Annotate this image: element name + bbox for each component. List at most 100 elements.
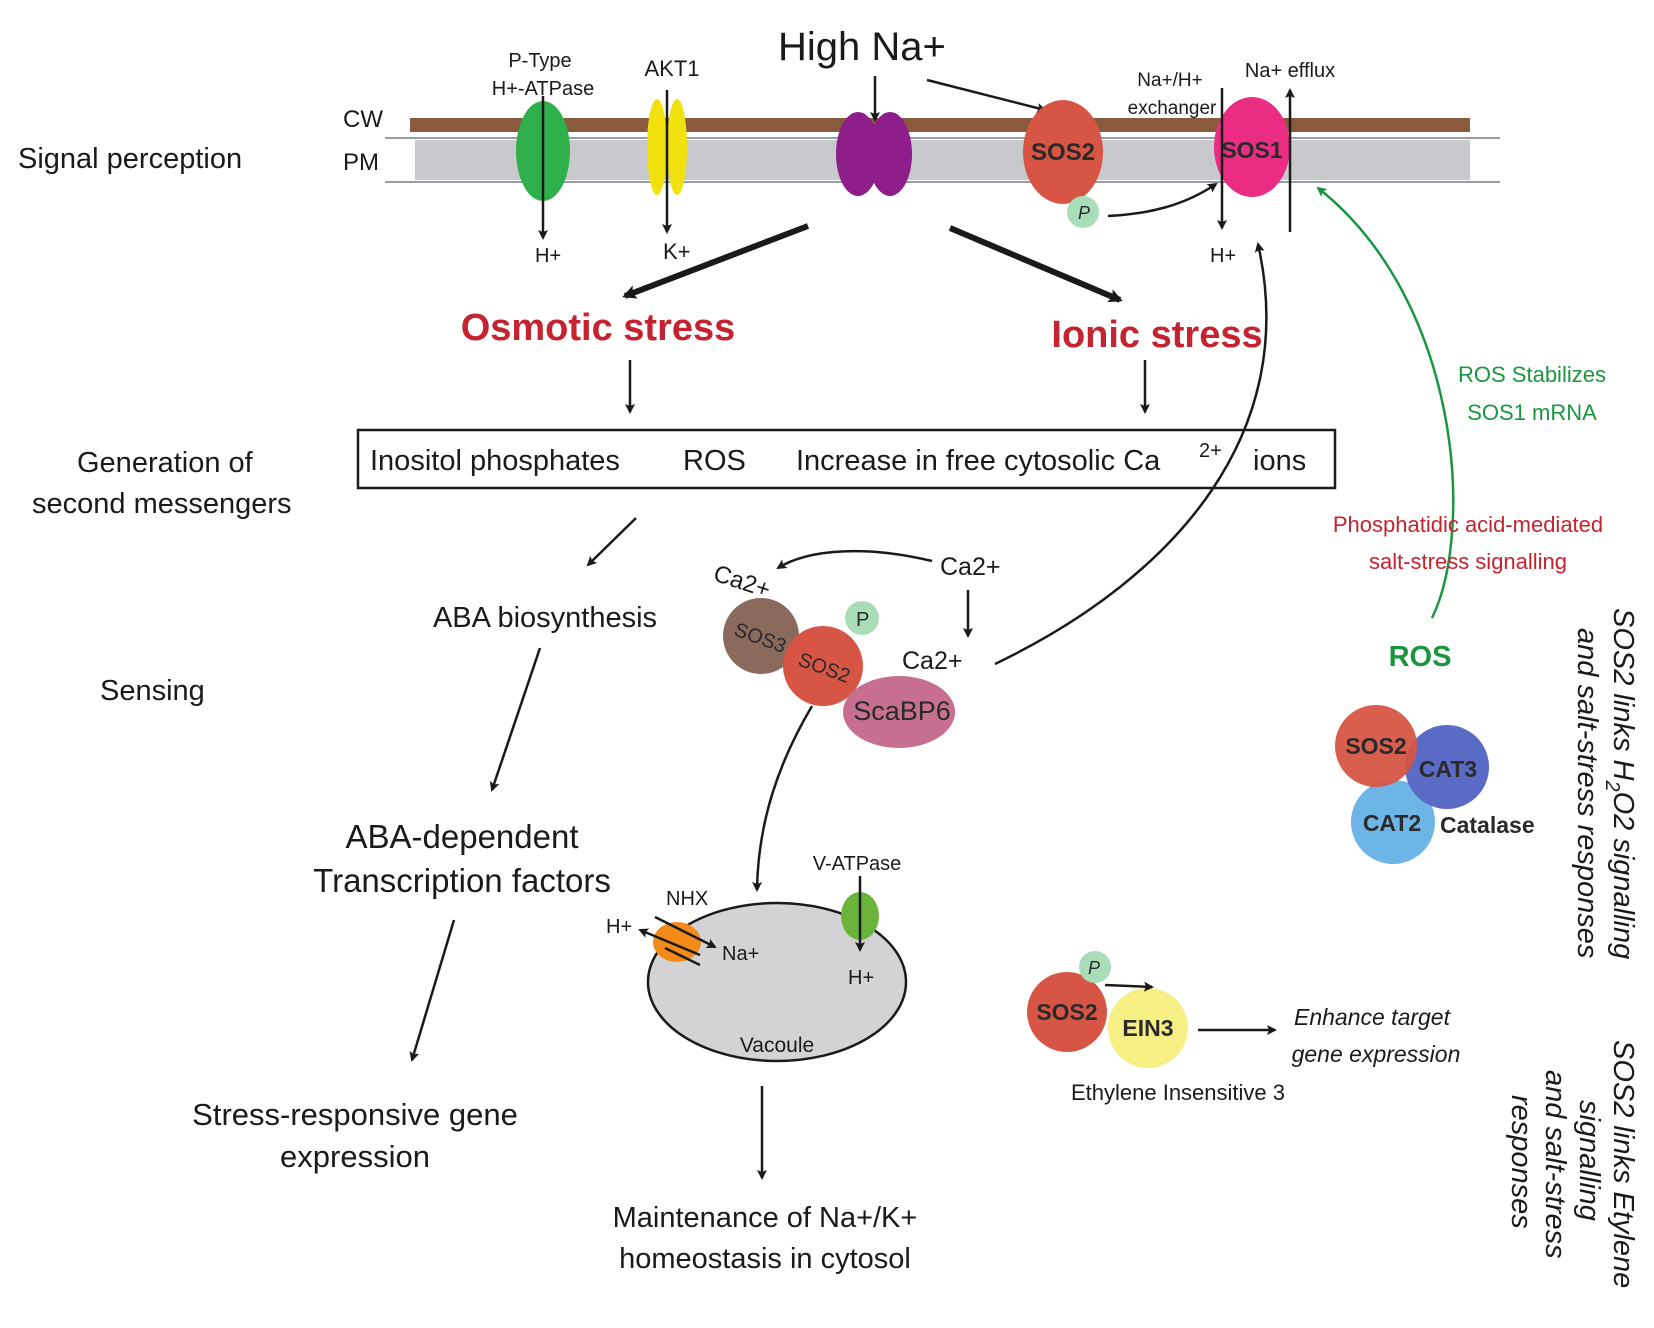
- na-efflux-label: Na+ efflux: [1245, 60, 1335, 82]
- vacuole-label: Vacoule: [740, 1034, 814, 1057]
- high-na-label: High Na+: [778, 25, 946, 69]
- cat3-protein: [1405, 725, 1489, 809]
- cat3-label: CAT3: [1419, 756, 1477, 782]
- pa-signalling-label-1: Phosphatidic acid-mediated: [1333, 512, 1603, 537]
- akt1-channel-right: [667, 99, 687, 195]
- nhx-h-arrow: [638, 928, 701, 957]
- na-channel-left: [836, 112, 880, 196]
- pa-signalling-label-2: salt-stress signalling: [1369, 549, 1567, 574]
- calcium-ions-label: ions: [1253, 445, 1306, 477]
- tf-to-gene-arrow: [409, 919, 456, 1062]
- side-eth-line-4: responses: [1505, 1095, 1537, 1229]
- p-tag-membrane: [1067, 196, 1099, 228]
- side-eth-line-3: and salt-stress: [1539, 1070, 1571, 1259]
- cat2-protein: [1351, 780, 1435, 864]
- signal-perception-label: Signal perception: [18, 143, 242, 175]
- gene-expression-label-1: Stress-responsive gene: [192, 1097, 518, 1132]
- ca2-top-label: Ca2+: [940, 553, 1000, 581]
- sos2-membrane: [1023, 100, 1103, 204]
- side-h2o2-line-1b: O2 signalling: [1607, 792, 1639, 960]
- na-channel-right: [868, 112, 912, 196]
- ros-stabilizes-label-2: SOS1 mRNA: [1467, 400, 1597, 425]
- exchanger-label-2: exchanger: [1128, 98, 1217, 119]
- sos2-complex: [783, 626, 863, 706]
- enhance-target-label-1: Enhance target: [1294, 1004, 1452, 1030]
- sos2-catalase-label: SOS2: [1345, 733, 1406, 759]
- enhance-target-label-2: gene expression: [1292, 1041, 1461, 1067]
- h-plus-atpase-label: H+: [535, 245, 561, 267]
- aba-biosynthesis-label: ABA biosynthesis: [433, 602, 657, 634]
- sos3-protein: [723, 598, 799, 674]
- ptype-label-2: H+-ATPase: [492, 78, 594, 100]
- high-na-to-sos2-arrow: [926, 78, 1047, 113]
- inositol-label: Inositol phosphates: [370, 445, 620, 477]
- ein3-fullname-label: Ethylene Insensitive 3: [1071, 1080, 1285, 1105]
- ros-messenger-label: ROS: [683, 445, 746, 477]
- generation-label-1: Generation of: [77, 447, 254, 479]
- nhx-na-label: Na+: [722, 943, 759, 965]
- side-eth-line-1: SOS2 links Etylene: [1607, 1040, 1639, 1288]
- ros-stabilizes-label-1: ROS Stabilizes: [1458, 362, 1606, 387]
- cat2-label: CAT2: [1363, 810, 1421, 836]
- aba-to-tf-arrow: [489, 647, 542, 792]
- nhx-na-arrow: [654, 915, 717, 949]
- exchanger-label-1: Na+/H+: [1137, 70, 1202, 91]
- sos2-membrane-label: SOS2: [1031, 139, 1095, 166]
- ptype-label-1: P-Type: [508, 50, 571, 72]
- nhx-transporter: [653, 922, 701, 962]
- sos2-ethylene-label: SOS2: [1036, 999, 1097, 1025]
- sensing-label: Sensing: [100, 675, 205, 707]
- ca2-left-label: Ca2+: [710, 560, 774, 604]
- osmotic-stress-label: Osmotic stress: [461, 307, 736, 349]
- sos2-catalase: [1335, 705, 1417, 787]
- generation-label-2: second messengers: [32, 488, 292, 520]
- calcium-sup: 2+: [1199, 440, 1222, 462]
- ca2-to-sos3-arrow: [776, 549, 933, 570]
- catalase-label: Catalase: [1440, 812, 1535, 838]
- side-h2o2-line-2: and salt-stress responses: [1571, 628, 1603, 958]
- ca2-right-label: Ca2+: [902, 647, 962, 675]
- ein3-protein: [1108, 988, 1188, 1068]
- akt1-label: AKT1: [644, 56, 699, 81]
- v-atpase-label: V-ATPase: [813, 853, 902, 875]
- side-eth-line-2: signalling: [1573, 1100, 1605, 1221]
- nhx-label: NHX: [666, 888, 708, 910]
- sos1-transporter: [1214, 97, 1290, 197]
- to-osmotic-arrow: [622, 223, 810, 299]
- ros-label: ROS: [1389, 641, 1452, 673]
- plasma-membrane: [415, 140, 1470, 180]
- sos1-label: SOS1: [1221, 137, 1283, 163]
- ionic-stress-label: Ionic stress: [1051, 314, 1262, 356]
- svg-text:SOS2 links H2O2 signalling: SOS2 links H2O2 signalling: [1601, 608, 1639, 959]
- ros-to-sos1-arrow: [1316, 186, 1455, 619]
- v-atpase-h-label: H+: [848, 967, 874, 989]
- p-tag-membrane-label: P: [1078, 203, 1090, 223]
- homeostasis-label-2: homeostasis in cytosol: [619, 1243, 911, 1275]
- p-tag-ethylene-label: P: [1088, 958, 1100, 978]
- to-ionic-arrow: [948, 225, 1123, 303]
- p-tag-ethylene: [1079, 951, 1111, 983]
- nhx-na-arrow-2: [664, 946, 701, 967]
- aba-tf-label-1: ABA-dependent: [345, 818, 578, 855]
- side-h2o2-sub: 2: [1601, 779, 1623, 791]
- calcium-label: Increase in free cytosolic Ca: [796, 445, 1161, 477]
- sos2-to-sos1-arrow: [1107, 182, 1218, 218]
- ein3-label: EIN3: [1122, 1015, 1173, 1041]
- aba-tf-label-2: Transcription factors: [313, 862, 611, 899]
- homeostasis-label-1: Maintenance of Na+/K+: [613, 1202, 918, 1234]
- h-plus-sos1-label: H+: [1210, 245, 1236, 267]
- p-tag-complex-label: P: [856, 609, 869, 631]
- cell-wall: [410, 118, 1470, 132]
- p-tag-complex: [845, 601, 879, 635]
- to-aba-arrow: [586, 517, 637, 567]
- side-text-h2o2: SOS2 links H2O2 signalling and salt-stre…: [1571, 608, 1639, 959]
- complex-to-vacuole-arrow: [752, 705, 814, 892]
- scabp6-label: ScaBP6: [853, 696, 951, 726]
- akt1-channel-left: [647, 99, 667, 195]
- gene-expression-label-2: expression: [280, 1139, 430, 1174]
- second-messengers-box: [356, 428, 1337, 490]
- scabp6-protein: [843, 676, 955, 748]
- ca2-to-sos1-arrow: [994, 242, 1268, 666]
